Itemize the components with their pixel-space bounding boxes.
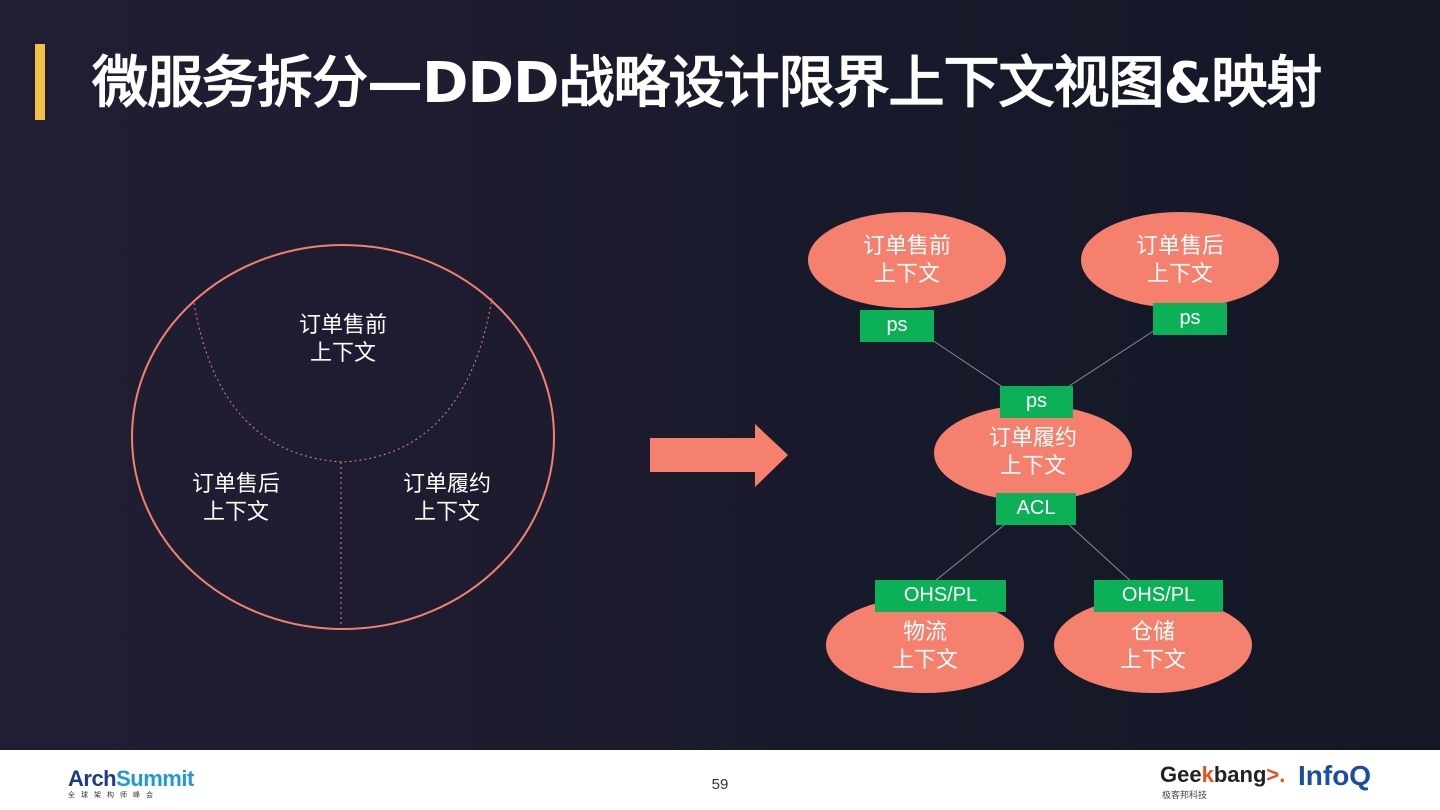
tag-logistics-ohs-pl: OHS/PL xyxy=(875,580,1006,612)
link-aftersale-fulfillment xyxy=(1059,329,1156,393)
infoq-wordmark: InfoQ xyxy=(1298,760,1372,791)
right-fulfillment-line2: 上下文 xyxy=(999,454,1067,479)
right-presale-line2: 上下文 xyxy=(873,262,941,287)
left-fulfillment-line1: 订单履约 xyxy=(402,472,492,497)
right-fulfillment-line1: 订单履约 xyxy=(988,426,1078,451)
page-number: 59 xyxy=(711,776,729,793)
tag-fulfillment-ps: ps xyxy=(1000,386,1073,418)
presale-partition-arc xyxy=(193,297,493,463)
right-aftersale-label: 订单售后 上下文 xyxy=(1136,233,1224,289)
geekbang-part3: bang xyxy=(1213,762,1267,787)
archsummit-part1: Arch xyxy=(68,766,117,791)
right-presale-line1: 订单售前 xyxy=(862,234,952,259)
transform-arrow xyxy=(650,424,788,487)
geekbang-wordmark: Geekbang>. xyxy=(1160,762,1285,788)
slide-title: 微服务拆分—DDD战略设计限界上下文视图&映射 xyxy=(92,51,1322,116)
left-presale-line1: 订单售前 xyxy=(298,313,388,338)
left-aftersale-line1: 订单售后 xyxy=(191,472,281,497)
right-warehouse-line2: 上下文 xyxy=(1119,648,1187,673)
right-logistics-label: 物流 上下文 xyxy=(892,619,958,675)
left-aftersale-label: 订单售后 上下文 xyxy=(192,471,280,527)
right-aftersale-line2: 上下文 xyxy=(1146,262,1214,287)
geekbang-subtitle: 极客邦科技 xyxy=(1162,791,1208,801)
tag-aftersale-ps: ps xyxy=(1153,303,1227,335)
node-aftersale xyxy=(1081,212,1279,308)
tag-presale-ps: ps xyxy=(860,310,934,342)
right-logistics-line2: 上下文 xyxy=(891,648,959,673)
node-warehouse xyxy=(1054,597,1252,693)
left-aftersale-line2: 上下文 xyxy=(202,500,270,525)
archsummit-subtitle: 全球架构师峰会 xyxy=(68,791,159,799)
tag-fulfillment-acl: ACL xyxy=(996,493,1076,525)
title-accent-bar xyxy=(35,44,45,120)
link-presale-fulfillment xyxy=(931,339,1011,393)
node-presale xyxy=(808,212,1006,308)
left-fulfillment-label: 订单履约 上下文 xyxy=(403,471,491,527)
archsummit-part2: Summit xyxy=(116,766,194,791)
node-logistics xyxy=(826,597,1024,693)
link-fulfillment-warehouse xyxy=(1065,521,1136,586)
left-presale-label: 订单售前 上下文 xyxy=(299,312,387,368)
node-fulfillment xyxy=(934,405,1132,501)
left-fulfillment-line2: 上下文 xyxy=(413,500,481,525)
context-circle xyxy=(131,244,555,630)
geekbang-part1: Gee xyxy=(1160,762,1202,787)
geekbang-infoq-logo: Geekbang>. 极客邦科技 InfoQ xyxy=(1160,760,1400,801)
right-aftersale-line1: 订单售后 xyxy=(1135,234,1225,259)
left-presale-line2: 上下文 xyxy=(309,341,377,366)
geekbang-part2: k xyxy=(1201,762,1214,787)
geekbang-part4: >. xyxy=(1266,762,1286,787)
right-warehouse-label: 仓储 上下文 xyxy=(1120,619,1186,675)
footer-bar xyxy=(0,750,1440,810)
archsummit-wordmark: ArchSummit xyxy=(68,766,194,792)
diagram-canvas xyxy=(131,212,1279,693)
tag-warehouse-ohs-pl: OHS/PL xyxy=(1094,580,1223,612)
right-logistics-line1: 物流 xyxy=(902,620,948,645)
archsummit-logo: ArchSummit 全球架构师峰会 xyxy=(68,762,198,802)
right-presale-label: 订单售前 上下文 xyxy=(863,233,951,289)
right-fulfillment-label: 订单履约 上下文 xyxy=(989,425,1077,481)
link-fulfillment-logistics xyxy=(929,521,1009,586)
right-warehouse-line1: 仓储 xyxy=(1130,620,1176,645)
